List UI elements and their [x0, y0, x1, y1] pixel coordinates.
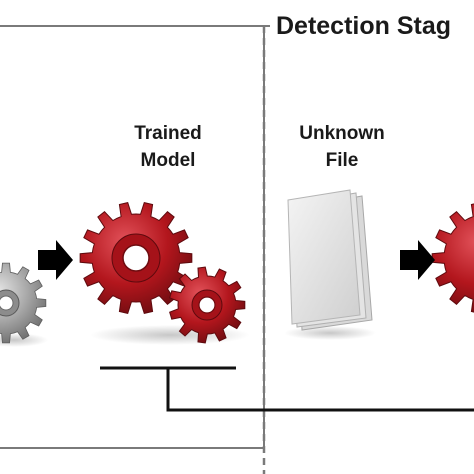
arrow-right-icon: [38, 240, 73, 280]
arrow-right-icon: [400, 240, 435, 280]
connector-line: [166, 368, 474, 412]
trained-model-label-line2: Model: [140, 150, 196, 171]
detection-stage-title: Detection Stag: [270, 8, 474, 44]
trained-model-large-gear-icon: [79, 202, 193, 314]
file-shadow: [284, 326, 376, 340]
trained-model-label-line1: Trained: [134, 123, 202, 144]
unknown-file-label-line2: File: [325, 150, 359, 171]
detection-gear-icon: [431, 203, 474, 313]
gray-gear-icon: [0, 262, 47, 344]
unknown-file-label: Unknown File: [262, 120, 422, 174]
gear-shadow: [0, 333, 48, 347]
unknown-file-label-line1: Unknown: [299, 123, 385, 144]
trained-model-label: Trained Model: [98, 120, 238, 174]
trained-model-small-gear-icon: [169, 266, 246, 344]
unknown-file-stack-icon: [287, 189, 373, 331]
gear-shadow: [90, 325, 250, 345]
